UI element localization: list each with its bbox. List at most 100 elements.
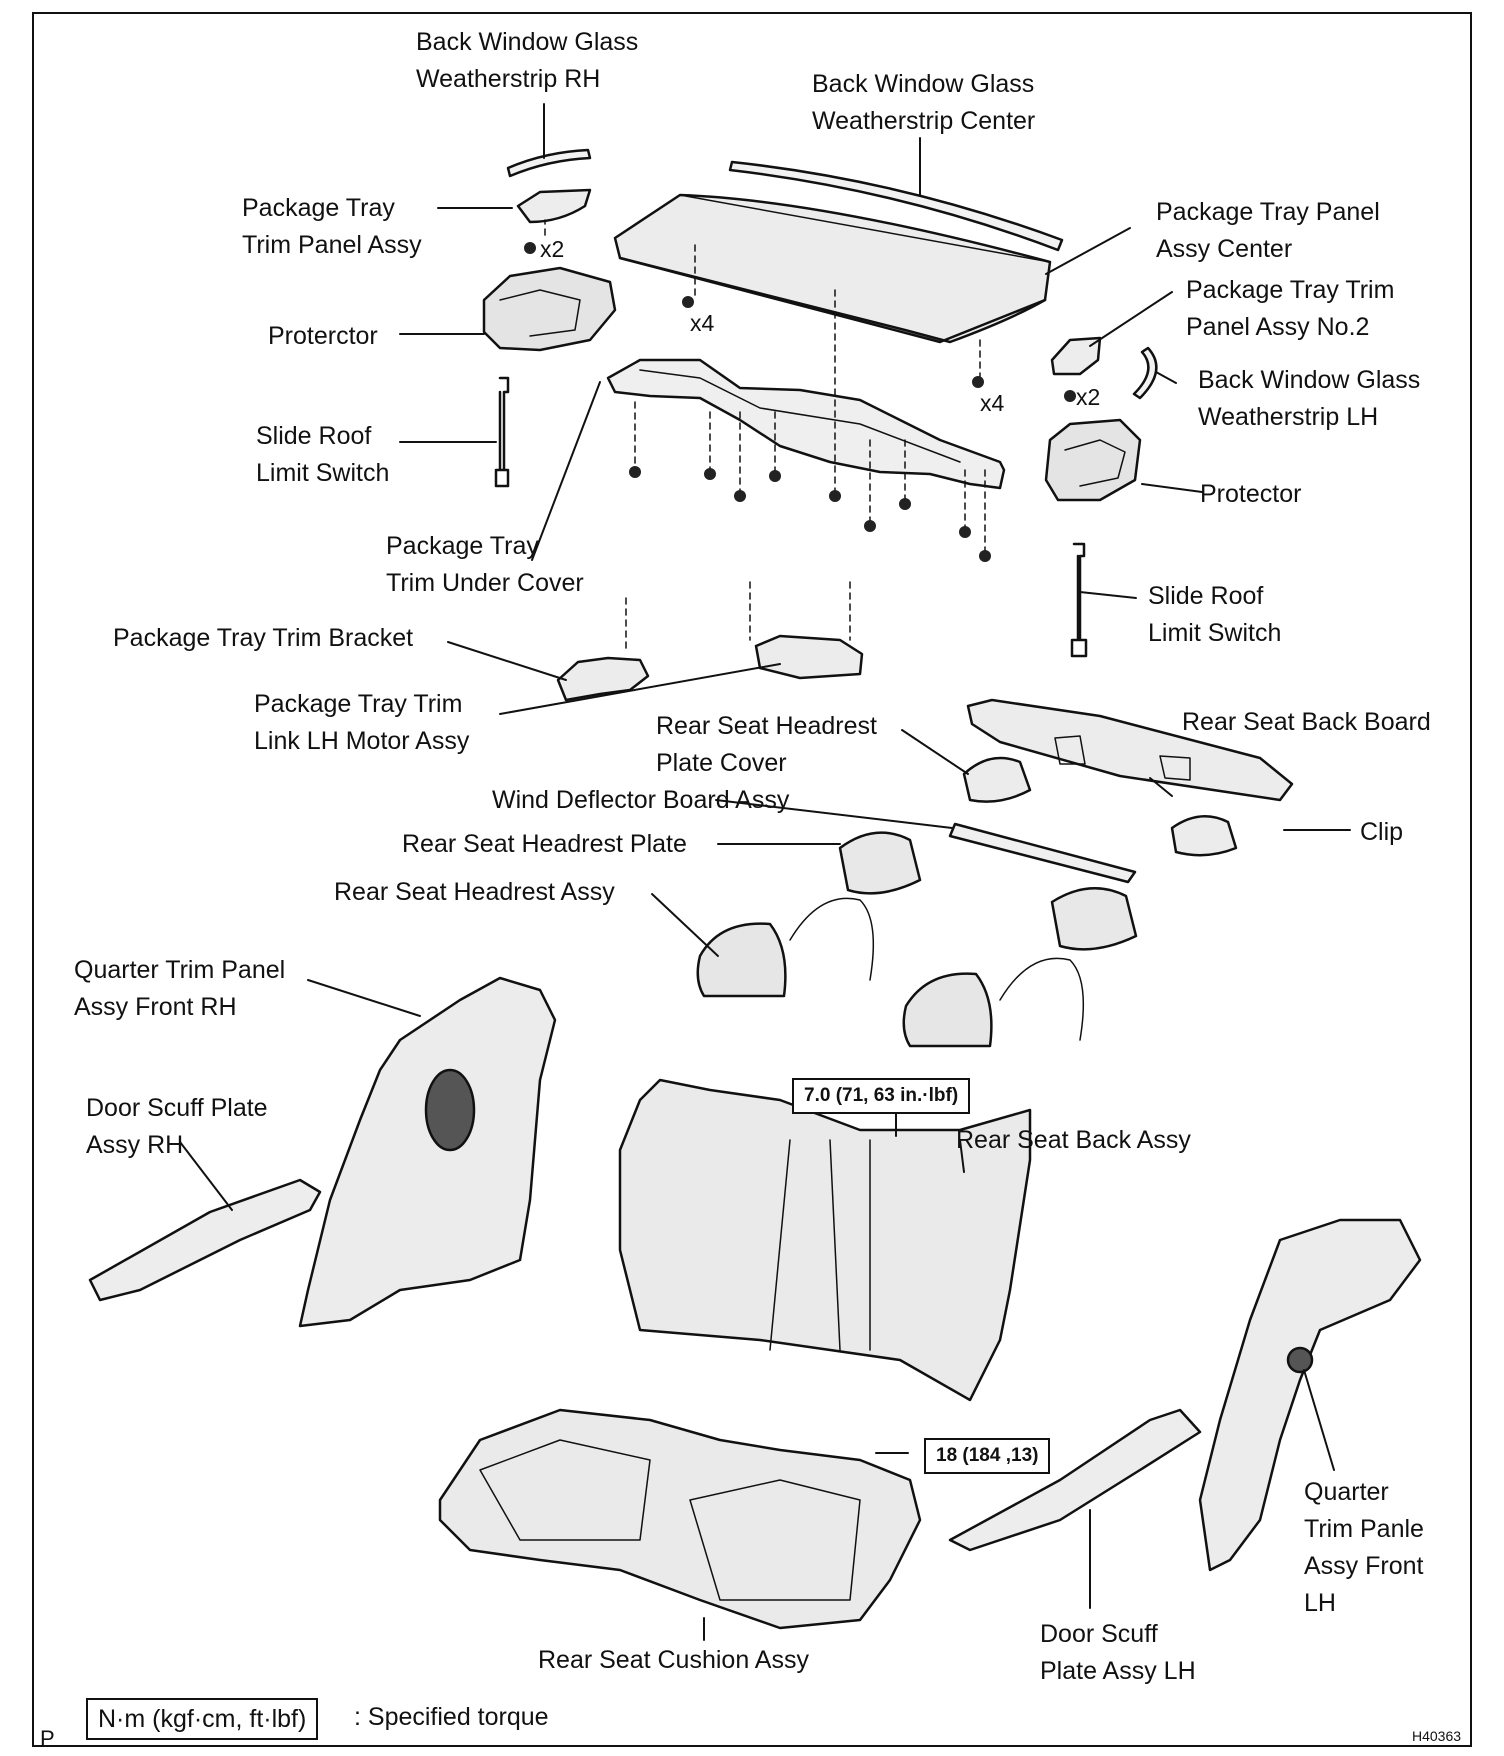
label-line: Package Tray Trim Bracket	[113, 624, 414, 652]
label-line: Door Scuff	[1040, 1620, 1158, 1648]
label-line: Rear Seat Headrest Assy	[334, 878, 615, 906]
label-line: Assy Front	[1304, 1552, 1424, 1580]
label-line: Package Tray Trim	[1186, 276, 1395, 304]
label-package-tray-trim-under-cover: Package Tray Trim Under Cover	[386, 528, 584, 602]
weatherstrip-center-part	[728, 160, 1064, 252]
label-line: Limit Switch	[1148, 619, 1282, 647]
label-line: Wind Deflector Board Assy	[492, 786, 790, 814]
label-line: Package Tray Trim	[254, 690, 463, 718]
label-rear-seat-headrest-plate: Rear Seat Headrest Plate	[402, 826, 687, 863]
scuff-plate-lh-part	[948, 1408, 1202, 1552]
label-package-tray-trim-panel-assy: Package Tray Trim Panel Assy	[242, 190, 422, 264]
label-package-tray-panel-assy-center: Package Tray Panel Assy Center	[1156, 194, 1380, 268]
label-door-scuff-plate-assy-lh: Door Scuff Plate Assy LH	[1040, 1616, 1196, 1690]
torque-legend-text: : Specified torque	[354, 1703, 549, 1731]
seat-cushion-part	[438, 1408, 922, 1630]
label-line: Slide Roof	[1148, 582, 1264, 610]
figure-code: H40363	[1412, 1728, 1462, 1744]
label-line: Trim Panel Assy	[242, 231, 422, 259]
label-line: Proterctor	[268, 322, 378, 350]
label-line: Panel Assy No.2	[1186, 313, 1370, 341]
package-tray-panel-center-part	[613, 193, 1052, 344]
label-back-window-glass-weatherstrip-rh: Back Window Glass Weatherstrip RH	[416, 24, 638, 98]
label-slide-roof-limit-switch-rh: Slide Roof Limit Switch	[256, 418, 389, 492]
quarter-trim-lh-part	[1198, 1218, 1422, 1572]
label-line: Trim Panle	[1304, 1515, 1424, 1543]
trim-bracket-part	[556, 656, 650, 702]
label-line: Link LH Motor Assy	[254, 727, 470, 755]
label-line: Back Window Glass	[416, 28, 639, 56]
headrest-plate-rh-part	[838, 831, 922, 895]
seat-back-part	[618, 1078, 1032, 1402]
quarter-trim-rh-part	[298, 976, 557, 1328]
label-line: Rear Seat Cushion Assy	[538, 1646, 809, 1674]
qty-x2-left: x2	[540, 236, 565, 262]
label-protector-lh: Protector	[1200, 476, 1301, 513]
qty-x4-mid: x4	[690, 310, 715, 336]
torque-spec-lower: 18 (184 ,13)	[924, 1438, 1051, 1474]
protector-lh-part	[1044, 418, 1142, 502]
label-wind-deflector-board-assy: Wind Deflector Board Assy	[492, 782, 789, 819]
label-line: Plate Assy LH	[1040, 1657, 1196, 1685]
trim-panel-no2-part	[1050, 336, 1102, 376]
label-line: Limit Switch	[256, 459, 390, 487]
label-rear-seat-headrest-plate-cover: Rear Seat Headrest Plate Cover	[656, 708, 877, 782]
label-line: Protector	[1200, 480, 1302, 508]
label-slide-roof-limit-switch-lh: Slide Roof Limit Switch	[1148, 578, 1281, 652]
label-line: Back Window Glass	[812, 70, 1035, 98]
label-clip: Clip	[1360, 814, 1403, 851]
torque-spec-upper: 7.0 (71, 63 in.·lbf)	[792, 1078, 971, 1114]
label-line: Rear Seat Headrest Plate	[402, 830, 687, 858]
back-board-part	[966, 698, 1294, 802]
label-line: Plate Cover	[656, 749, 787, 777]
label-door-scuff-plate-assy-rh: Door Scuff Plate Assy RH	[86, 1090, 268, 1164]
label-line: Slide Roof	[256, 422, 372, 450]
label-back-window-glass-weatherstrip-lh: Back Window Glass Weatherstrip LH	[1198, 362, 1420, 436]
trim-panel-rh-part	[516, 188, 592, 224]
corner-mark-p: P	[40, 1726, 55, 1751]
slide-switch-lh-part	[1070, 542, 1088, 658]
label-line: Quarter Trim Panel	[74, 956, 286, 984]
diagram-frame	[32, 12, 1472, 1747]
weatherstrip-rh-part	[506, 148, 592, 178]
label-package-tray-trim-panel-no2: Package Tray Trim Panel Assy No.2	[1186, 272, 1394, 346]
label-line: Trim Under Cover	[386, 569, 584, 597]
label-line: Weatherstrip LH	[1198, 403, 1379, 431]
label-quarter-trim-panel-assy-front-rh: Quarter Trim Panel Assy Front RH	[74, 952, 285, 1026]
label-package-tray-trim-link-lh-motor-assy: Package Tray Trim Link LH Motor Assy	[254, 686, 469, 760]
label-line: Back Window Glass	[1198, 366, 1421, 394]
label-line: Weatherstrip Center	[812, 107, 1036, 135]
slide-switch-rh-part	[494, 376, 510, 488]
qty-x2-right: x2	[1076, 384, 1101, 410]
label-quarter-trim-panle-assy-front-lh: Quarter Trim Panle Assy Front LH	[1304, 1474, 1424, 1622]
headrest-assy-lh-part	[902, 972, 993, 1048]
label-line: Assy RH	[86, 1131, 184, 1159]
headrest-assy-rh-part	[696, 922, 787, 998]
label-line: Package Tray Panel	[1156, 198, 1380, 226]
label-line: Rear Seat Back Assy	[956, 1126, 1191, 1154]
label-line: LH	[1304, 1589, 1336, 1617]
label-back-window-glass-weatherstrip-center: Back Window Glass Weatherstrip Center	[812, 66, 1035, 140]
scuff-plate-rh-part	[88, 1178, 322, 1302]
protector-rh-part	[482, 266, 617, 352]
label-line: Quarter	[1304, 1478, 1389, 1506]
label-line: Package Tray	[242, 194, 395, 222]
label-line: Door Scuff Plate	[86, 1094, 268, 1122]
label-package-tray-trim-bracket: Package Tray Trim Bracket	[113, 620, 413, 657]
weatherstrip-lh-part	[1132, 346, 1158, 400]
label-line: Package Tray	[386, 532, 539, 560]
label-line: Weatherstrip RH	[416, 65, 601, 93]
torque-legend-units: N·m (kgf·cm, ft·lbf)	[86, 1698, 319, 1740]
headrest-plate-cover-rh	[962, 756, 1032, 803]
label-line: Clip	[1360, 818, 1404, 846]
headrest-plate-cover-lh	[1170, 815, 1238, 857]
label-protector-rh: Proterctor	[268, 318, 378, 355]
label-line: Rear Seat Headrest	[656, 712, 877, 740]
headrest-plate-lh-part	[1050, 887, 1138, 951]
label-rear-seat-cushion-assy: Rear Seat Cushion Assy	[538, 1642, 809, 1679]
label-line: Assy Front RH	[74, 993, 237, 1021]
label-rear-seat-back-assy: Rear Seat Back Assy	[956, 1122, 1191, 1159]
label-line: Rear Seat Back Board	[1182, 708, 1431, 736]
label-line: Assy Center	[1156, 235, 1293, 263]
